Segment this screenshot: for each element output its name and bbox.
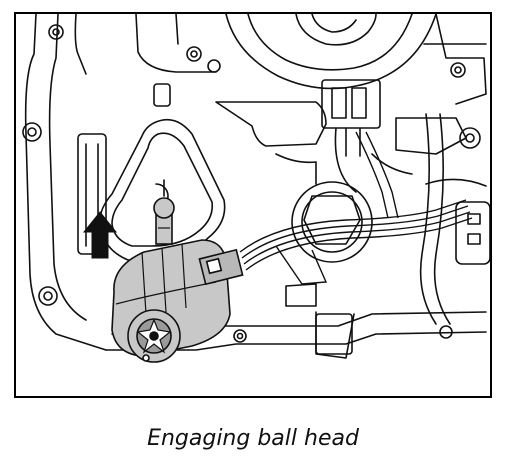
arrow-up-icon (82, 211, 118, 259)
diagram-frame (14, 12, 492, 398)
wiring-harness (239, 131, 473, 285)
housing-outline (24, 14, 107, 351)
socket-opening (291, 181, 373, 263)
figure-caption: Engaging ball head (147, 426, 359, 451)
bolt-boss (22, 122, 42, 142)
connector-plug (321, 79, 381, 129)
lower-clip (315, 313, 353, 355)
engine-bay-illustration (22, 14, 490, 363)
side-connector (455, 201, 490, 265)
headlight-adjuster-motor (111, 239, 244, 363)
ball-head (153, 197, 175, 245)
reflector-housing (225, 14, 437, 90)
